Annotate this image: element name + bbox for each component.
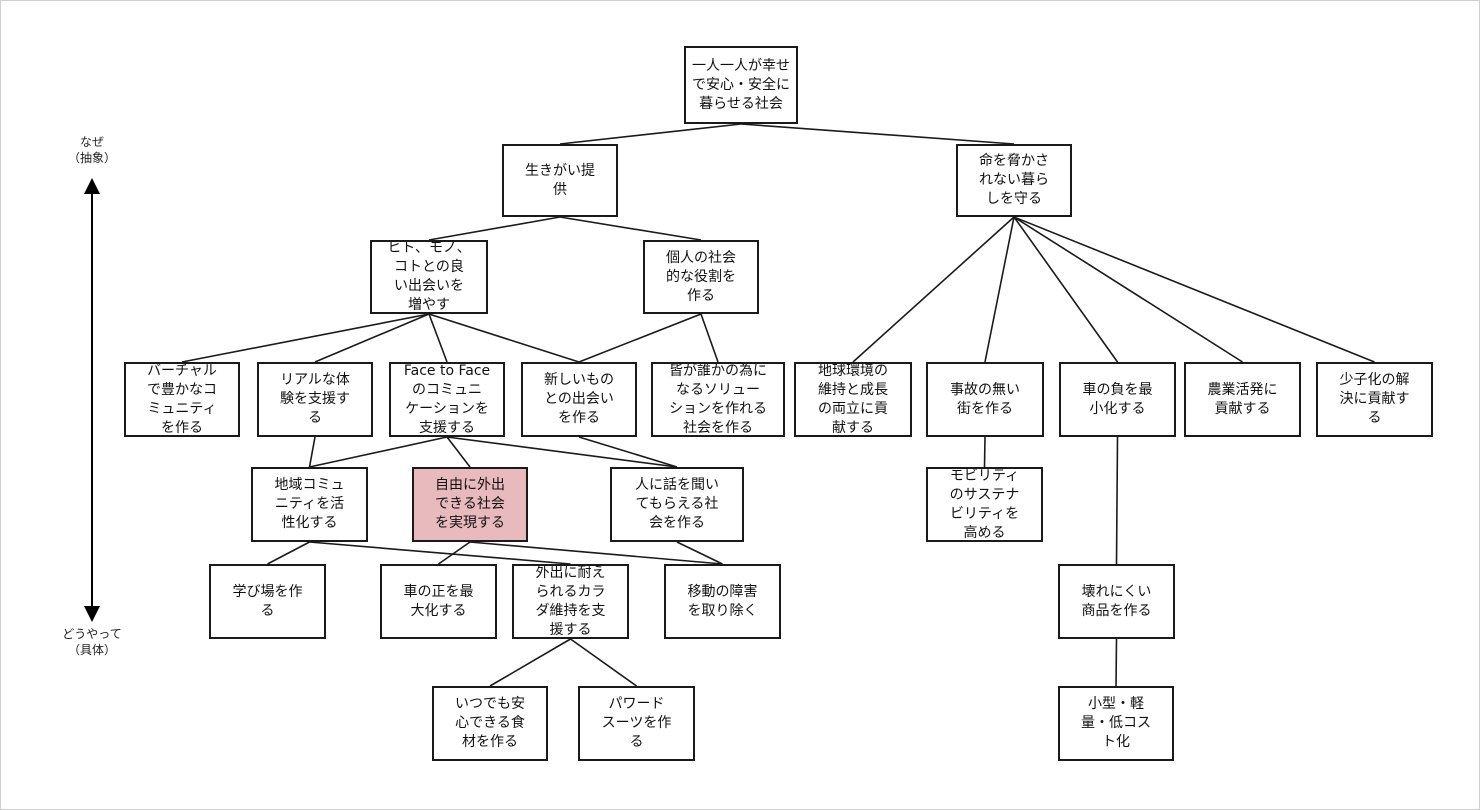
node-label: 農業活発に 貢献する xyxy=(1207,381,1278,417)
edge-gaishutsu-to-power xyxy=(570,638,637,687)
edge-gaishutsu-to-itsudemo xyxy=(489,638,571,687)
node-label: 小型・軽 量・低コス ト化 xyxy=(1081,696,1151,750)
node-label: いつでも安 心できる食 材を作る xyxy=(455,696,525,750)
node-label: 一人一人が幸せ で安心・安全に 暮らせる社会 xyxy=(692,57,790,112)
edge-inochi-to-chikyu xyxy=(852,216,1015,363)
edge-inochi-to-nogyo xyxy=(1013,216,1243,363)
node-label: 少子化の解 決に貢献す る xyxy=(1339,372,1410,426)
node-root: 一人一人が幸せ で安心・安全に 暮らせる社会 xyxy=(684,46,798,124)
edge-kojin-to-minna xyxy=(700,313,719,363)
node-kuruma-fu: 車の負を最 小化する xyxy=(1059,362,1176,437)
node-minna: 皆が誰かの為に なるソリュー ションを作れる 社会を作る xyxy=(651,362,785,437)
node-label: 外出に耐え られるカラ ダ維持を支 援する xyxy=(535,564,606,638)
node-chikyu: 地球環境の 維持と成長 の両立に貢 献する xyxy=(794,362,912,437)
node-real: リアルな体 験を支援す る xyxy=(257,362,373,437)
node-label: 移動の障害 を取り除く xyxy=(687,583,758,619)
edge-ikigai-to-hito xyxy=(428,216,561,241)
edge-atarashii-to-hanashi xyxy=(578,436,678,468)
edge-root-to-ikigai xyxy=(559,123,742,145)
node-kogata: 小型・軽 量・低コス ト化 xyxy=(1058,686,1174,761)
node-kowareni: 壊れにくい 商品を作る xyxy=(1058,564,1175,639)
node-atarashii: 新しいもの との出会い を作る xyxy=(521,362,637,437)
node-nogyo: 農業活発に 貢献する xyxy=(1184,362,1301,437)
node-kuruma-sei: 車の正を最 大化する xyxy=(380,564,497,639)
node-label: リアルな体 験を支援す る xyxy=(280,372,350,426)
edge-inochi-to-shoshika xyxy=(1013,216,1375,363)
node-label: ヒト、モノ、 コトとの良 い出会いを 増やす xyxy=(387,240,471,313)
edge-face-to-jiyu xyxy=(446,436,471,468)
node-label: 事故の無い 街を作る xyxy=(950,381,1020,417)
node-jiko: 事故の無い 街を作る xyxy=(926,362,1044,437)
node-label: モビリティ のサステナ ビリティを 高める xyxy=(949,467,1020,541)
edge-jiko-to-mobility xyxy=(983,436,986,468)
node-manabi: 学び場を作 る xyxy=(209,564,326,639)
node-label: 個人の社会 的な役割を 作る xyxy=(666,249,736,304)
edge-jiyu-to-kuruma-sei xyxy=(438,541,471,565)
node-label: 車の正を最 大化する xyxy=(403,583,474,619)
edge-hito-to-real xyxy=(314,313,430,363)
node-label: 車の負を最 小化する xyxy=(1082,381,1153,417)
node-inochi: 命を脅かさ れない暮ら しを守る xyxy=(956,144,1072,217)
node-jiyu: 自由に外出 できる社会 を実現する xyxy=(412,467,528,542)
edge-kuruma-fu-to-kowareni xyxy=(1115,436,1119,565)
node-label: 新しいもの との出会い を作る xyxy=(544,372,614,426)
node-label: 壊れにくい 商品を作る xyxy=(1081,583,1152,619)
node-ikigai: 生きがい提 供 xyxy=(502,144,618,217)
edge-kojin-to-atarashii xyxy=(578,313,702,363)
edge-inochi-to-jiko xyxy=(984,216,1015,363)
edge-root-to-inochi xyxy=(740,123,1015,145)
node-label: 地域コミュ ニティを活 性化する xyxy=(274,477,345,531)
node-hito: ヒト、モノ、 コトとの良 い出会いを 増やす xyxy=(370,240,488,314)
edge-hito-to-atarashii xyxy=(428,313,580,363)
edge-chiiki-to-gaishutsu xyxy=(309,541,571,565)
node-label: Face to Face のコミュニ ケーションを 支援する xyxy=(403,362,491,436)
node-gaishutsu: 外出に耐え られるカラ ダ維持を支 援する xyxy=(512,564,629,639)
axis-bottom-label: どうやって （具体） xyxy=(62,627,122,657)
node-kojin: 個人の社会 的な役割を 作る xyxy=(643,240,759,314)
edge-inochi-to-kuruma-fu xyxy=(1013,216,1119,363)
edge-hito-to-virtual xyxy=(181,313,430,363)
node-label: 学び場を作 る xyxy=(232,583,303,619)
node-itsudemo: いつでも安 心できる食 材を作る xyxy=(432,686,548,761)
node-label: 地球環境の 維持と成長 の両立に貢 献する xyxy=(818,362,888,436)
edge-ikigai-to-kojin xyxy=(559,216,702,241)
node-chiiki: 地域コミュ ニティを活 性化する xyxy=(251,467,368,542)
edge-hanashi-to-ido xyxy=(676,541,723,565)
node-label: 皆が誰かの為に なるソリュー ションを作れる 社会を作る xyxy=(669,362,767,436)
edge-face-to-hanashi xyxy=(446,436,678,468)
edge-jiyu-to-ido xyxy=(469,541,723,565)
edge-chiiki-to-manabi xyxy=(267,541,310,565)
node-label: バーチャル で豊かなコ ミュニティ を作る xyxy=(147,362,217,436)
edge-kowareni-to-kogata xyxy=(1115,638,1118,687)
node-shoshika: 少子化の解 決に貢献す る xyxy=(1316,362,1433,437)
node-virtual: バーチャル で豊かなコ ミュニティ を作る xyxy=(124,362,240,437)
axis-top-label: なぜ （抽象） xyxy=(67,135,116,165)
edge-face-to-chiiki xyxy=(309,436,448,468)
node-face: Face to Face のコミュニ ケーションを 支援する xyxy=(389,362,505,437)
node-ido: 移動の障害 を取り除く xyxy=(664,564,781,639)
node-mobility: モビリティ のサステナ ビリティを 高める xyxy=(926,467,1043,542)
node-label: 命を脅かさ れない暮ら しを守る xyxy=(979,153,1049,207)
node-label: 人に話を聞い てもらえる社 会を作る xyxy=(635,477,719,531)
node-label: 生きがい提 供 xyxy=(525,162,595,198)
node-label: パワード スーツを作 る xyxy=(601,696,672,750)
node-label: 自由に外出 できる社会 を実現する xyxy=(435,477,505,531)
edge-hito-to-face xyxy=(428,313,448,363)
node-power: パワード スーツを作 る xyxy=(578,686,695,761)
node-hanashi: 人に話を聞い てもらえる社 会を作る xyxy=(610,467,744,542)
edge-real-to-chiiki xyxy=(308,436,316,468)
